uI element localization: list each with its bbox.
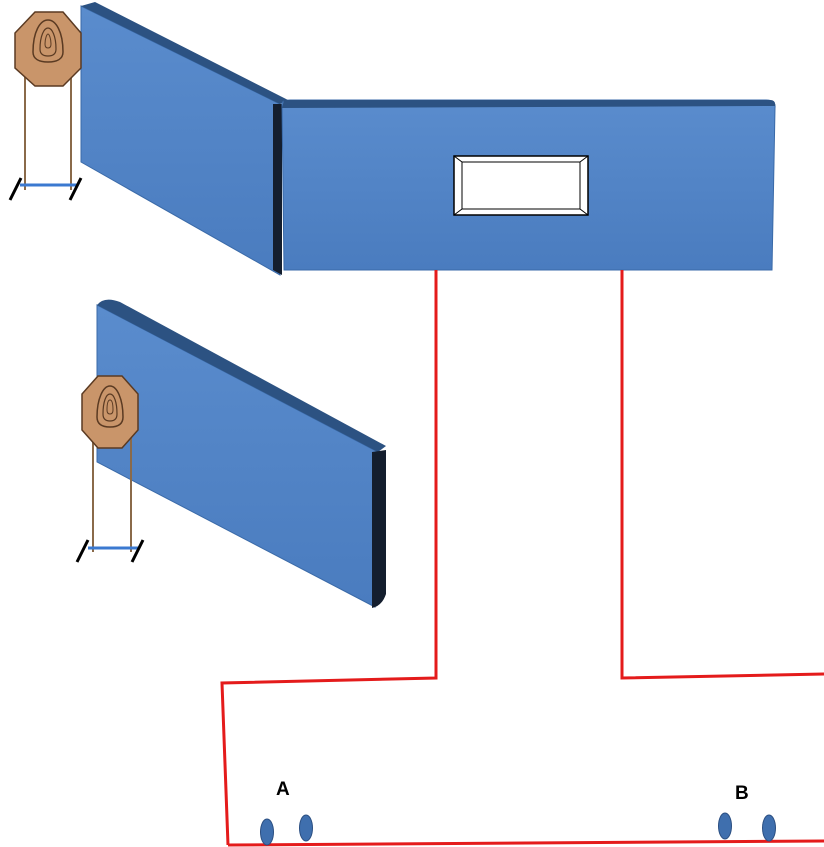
shooting-position-marker [260, 818, 274, 846]
shooting-position-marker [762, 814, 776, 842]
front-wall-with-window [281, 99, 776, 271]
shooting-position-a: A [260, 779, 313, 846]
target-icon [14, 11, 82, 87]
lower-angled-wall [96, 299, 386, 608]
left-fault-line [220, 270, 438, 846]
shooting-position-b: B [718, 783, 776, 842]
right-fault-line [620, 270, 824, 680]
shooting-position-marker [718, 812, 732, 840]
left-angled-wall [80, 2, 290, 276]
bottom-fault-line [227, 839, 824, 847]
fault-lines [220, 270, 824, 847]
shooting-position-marker [299, 814, 313, 842]
lower-target [75, 375, 145, 563]
window-opening [453, 155, 589, 216]
upper-target [8, 11, 83, 201]
position-label-b: B [735, 783, 749, 804]
target-stand-icon [8, 75, 83, 201]
target-stand-icon [75, 430, 145, 563]
target-icon [81, 375, 139, 449]
position-label-a: A [276, 779, 290, 800]
